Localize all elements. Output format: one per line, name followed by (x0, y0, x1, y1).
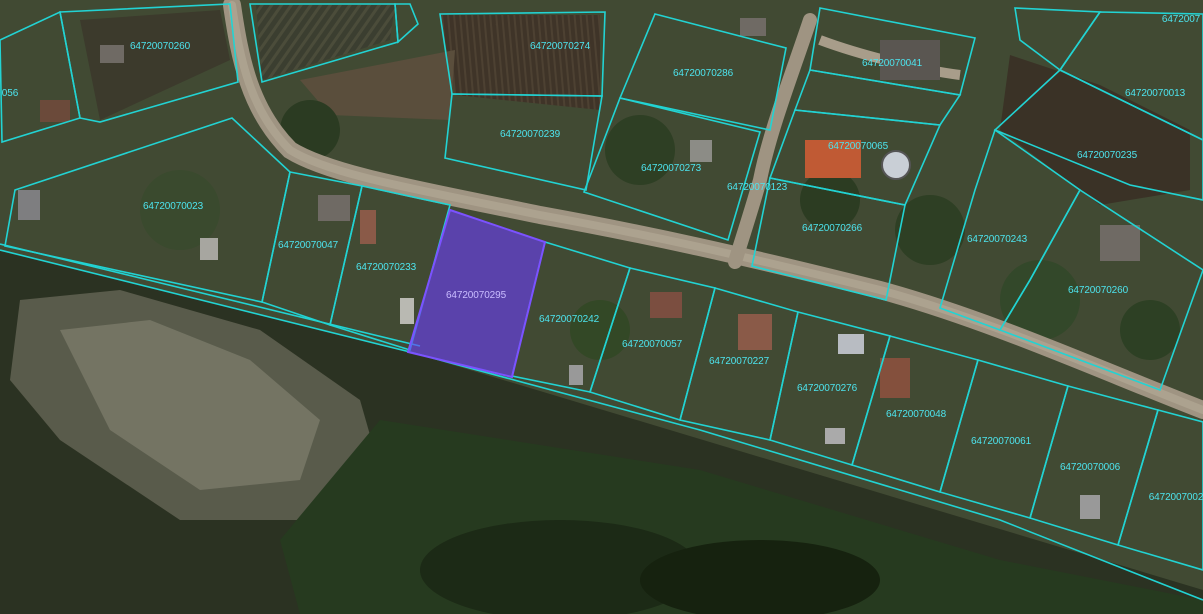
parcel-boundary[interactable] (0, 10, 81, 144)
parcel-label[interactable]: 64720070239 (499, 129, 561, 140)
parcel-label[interactable]: 64720070047 (277, 240, 339, 251)
parcel-boundary[interactable] (1117, 409, 1203, 571)
parcel-boundary-line (0, 249, 1203, 601)
parcel-label[interactable]: 64720070273 (640, 163, 702, 174)
parcel-label[interactable]: 64720070123 (726, 182, 788, 193)
parcel-boundary[interactable] (59, 3, 239, 123)
parcel-label[interactable]: 64720070061 (970, 436, 1032, 447)
parcel-label[interactable]: 64720070235 (1076, 150, 1138, 161)
parcel-boundary[interactable] (993, 69, 1203, 201)
parcel-label[interactable]: 64720070006 (1059, 462, 1121, 473)
parcel-boundary[interactable] (439, 11, 606, 97)
parcel-label[interactable]: 64720070260 (129, 41, 191, 52)
parcel-label selected[interactable]: 64720070295 (445, 290, 507, 301)
parcel-boundary[interactable] (249, 3, 399, 84)
parcel-boundary[interactable] (1014, 7, 1102, 72)
parcel-label[interactable]: 64720070243 (966, 234, 1028, 245)
parcel-boundary[interactable] (394, 3, 419, 44)
parcel-label[interactable]: 64720070013 (1124, 88, 1186, 99)
parcel-label[interactable]: 64720070276 (796, 383, 858, 394)
parcel-boundary[interactable] (793, 69, 962, 126)
parcel-label[interactable]: 6472007 (1161, 14, 1201, 25)
parcel-label[interactable]: 056 (1, 88, 19, 99)
parcel-boundary[interactable] (809, 7, 976, 96)
parcel-label[interactable]: 64720070266 (801, 223, 863, 234)
parcel-boundary[interactable] (444, 93, 603, 191)
parcel-boundary[interactable] (751, 177, 906, 301)
parcel-boundary[interactable] (1058, 11, 1203, 141)
parcel-label[interactable]: 64720070274 (529, 41, 591, 52)
parcel-label[interactable]: 64720070227 (708, 356, 770, 367)
parcel-boundary[interactable] (939, 128, 1082, 331)
parcel-boundary[interactable] (582, 97, 762, 242)
parcel-boundary[interactable] (998, 188, 1203, 392)
parcel-label[interactable]: 6472007002 (1148, 492, 1203, 503)
parcel-label[interactable]: 64720070260 (1067, 285, 1129, 296)
parcel-boundary[interactable] (618, 13, 787, 131)
parcel-label[interactable]: 64720070233 (355, 262, 417, 273)
parcel-label[interactable]: 64720070048 (885, 409, 947, 420)
parcel-label[interactable]: 64720070242 (538, 314, 600, 325)
parcel-label[interactable]: 64720070023 (142, 201, 204, 212)
parcel-label[interactable]: 64720070057 (621, 339, 683, 350)
parcel-label[interactable]: 64720070041 (861, 58, 923, 69)
parcel-label[interactable]: 64720070065 (827, 141, 889, 152)
selected-parcel[interactable] (406, 208, 547, 379)
parcel-label[interactable]: 64720070286 (672, 68, 734, 79)
parcel-boundary-line (0, 243, 421, 347)
parcel-boundary[interactable] (768, 109, 942, 206)
